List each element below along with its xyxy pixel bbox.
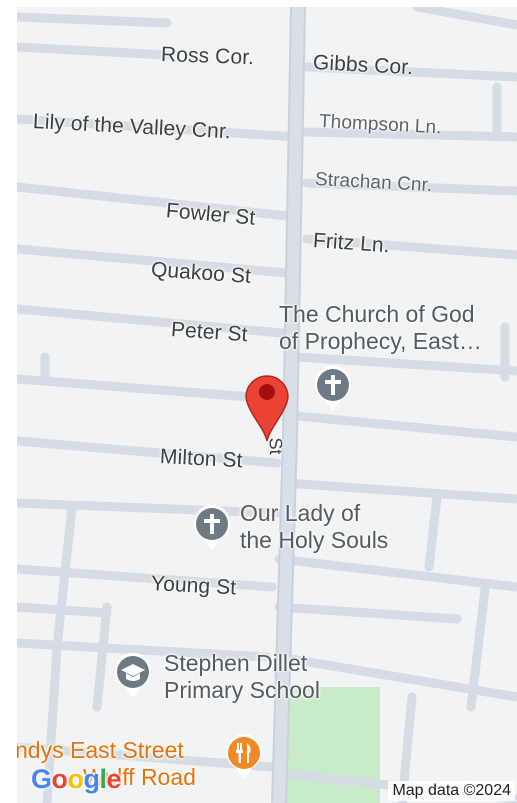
poi-church-name-line1: The Church of God	[279, 301, 475, 327]
poi-food-name-line1: ndys East Street	[17, 737, 184, 763]
road-v3	[424, 492, 442, 572]
cross-icon[interactable]	[192, 504, 232, 552]
road-lady	[17, 498, 282, 518]
logo-letter: o	[67, 764, 85, 794]
road-quakoo	[17, 244, 292, 278]
logo-letter: g	[83, 764, 101, 794]
road-fritz	[302, 234, 517, 260]
road-top-east	[412, 7, 517, 30]
road-peter	[17, 304, 287, 338]
road-church	[292, 352, 517, 376]
road-v6	[92, 602, 112, 712]
poi-lady-name-line1: Our Lady of	[240, 500, 361, 526]
road-milton	[17, 436, 282, 468]
logo-letter: l	[99, 764, 108, 794]
road-lily	[17, 114, 302, 142]
road-main	[273, 7, 304, 803]
poi-church-name-line2: of Prophecy, East…	[279, 328, 482, 354]
poi-school-name-line1: Stephen Dillet	[164, 650, 308, 676]
school-icon[interactable]	[113, 652, 153, 700]
road-mid-east	[282, 410, 517, 442]
road-strachan	[302, 178, 517, 196]
road-thompson	[302, 127, 517, 142]
map-attribution: Map data ©2024	[388, 781, 515, 801]
poi-lady-name-line2: the Holy Souls	[240, 527, 389, 553]
poi-school[interactable]: Stephen Dillet Primary School	[164, 650, 320, 704]
road-v4	[466, 584, 490, 712]
fork-knife-icon[interactable]	[224, 733, 264, 781]
road-young	[17, 564, 277, 592]
poi-our-lady[interactable]: Our Lady of the Holy Souls	[240, 500, 388, 554]
road-v7	[42, 642, 62, 803]
road-mid	[17, 374, 282, 404]
road-milton-east	[280, 478, 517, 504]
map-pin-icon[interactable]	[242, 367, 292, 443]
street-label-ross: Ross Cor.	[160, 43, 255, 70]
logo-letter: o	[51, 764, 69, 794]
road-lower-east	[274, 602, 462, 624]
road-bottom	[17, 742, 277, 772]
logo-letter: G	[31, 764, 52, 794]
street-label-young: Young St	[150, 572, 237, 600]
poi-food-name-line2: Wulff Road	[83, 764, 196, 790]
road-top	[17, 12, 172, 28]
road-v5	[52, 502, 77, 652]
road-young-east	[274, 554, 517, 592]
road-ross	[17, 42, 172, 60]
map-roads	[17, 7, 517, 803]
poi-school-name-line2: Primary School	[164, 677, 320, 703]
road-fowler	[17, 182, 302, 222]
cross-icon[interactable]	[313, 365, 353, 413]
road-gibbs	[302, 62, 517, 82]
poi-church-of-god[interactable]: The Church of God of Prophecy, East…	[279, 301, 482, 355]
poi-restaurant[interactable]: ndys East Street Wulff Road	[17, 737, 196, 791]
map-canvas[interactable]: Ross Cor. Gibbs Cor. Lily of the Valley …	[17, 7, 517, 803]
street-label-milton: Milton St	[159, 445, 244, 473]
google-logo: Google	[31, 764, 122, 795]
logo-letter: e	[106, 764, 122, 794]
